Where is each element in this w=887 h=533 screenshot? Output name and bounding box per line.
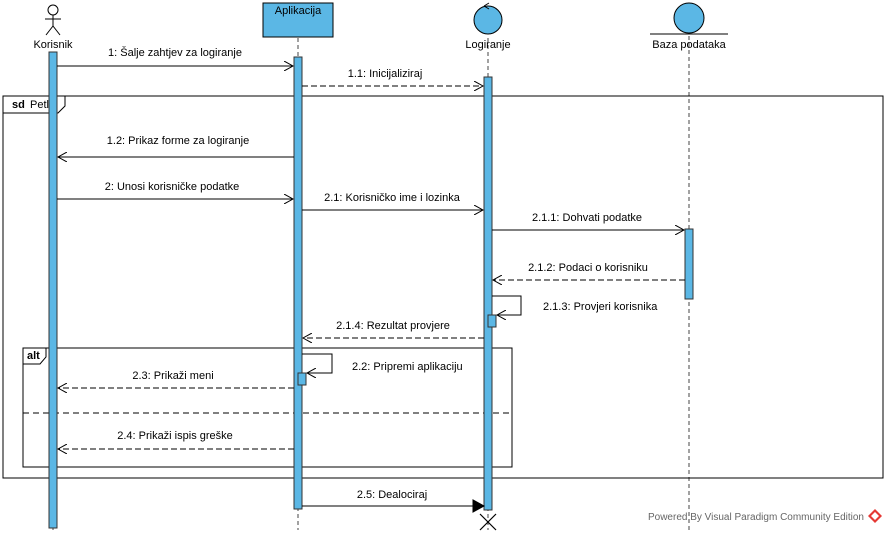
watermark: Powered By Visual Paradigm Community Edi…: [648, 509, 882, 523]
alt-frame-border: [22, 347, 513, 468]
message-label: 2.2: Pripremi aplikaciju: [352, 361, 463, 373]
message-2-5: 2.5: Dealociraj: [302, 489, 486, 513]
actor-korisnik-head: Korisnik: [33, 4, 73, 51]
activation-logiranje: [483, 76, 493, 511]
message-label: 2.1.1: Dohvati podatke: [532, 212, 642, 224]
message-label: 2.1.2: Podaci o korisniku: [528, 262, 648, 274]
message-label: 2: Unosi korisničke podatke: [105, 181, 240, 193]
message-label: 1.1: Inicijaliziraj: [348, 68, 423, 80]
entity-icon: [650, 2, 728, 35]
message-label: 1.2: Prikaz forme za logiranje: [107, 135, 249, 147]
message-2-4: 2.4: Prikaži ispis greške: [58, 430, 294, 449]
message-2-1-1: 2.1.1: Dohvati podatke: [492, 212, 684, 230]
lifeline-label-aplikacija: Aplikacija: [275, 5, 322, 17]
message-1: 1: Šalje zahtjev za logiranje: [57, 46, 293, 66]
loop-keyword: sd: [12, 99, 25, 111]
message-label: 1: Šalje zahtjev za logiranje: [108, 46, 242, 59]
message-2: 2: Unosi korisničke podatke: [57, 181, 293, 199]
activation-aplikacija-self: [297, 372, 307, 386]
message-label: 2.1.3: Provjeri korisnika: [543, 301, 658, 313]
message-2-3: 2.3: Prikaži meni: [58, 370, 294, 388]
control-logiranje-head: Logiranje: [465, 2, 511, 51]
message-label: 2.1: Korisničko ime i lozinka: [324, 192, 461, 204]
message-2-1: 2.1: Korisničko ime i lozinka: [302, 192, 483, 210]
message-2-2: 2.2: Pripremi aplikaciju: [302, 353, 463, 373]
alt-keyword: alt: [27, 350, 40, 362]
loop-frame-border: [2, 95, 884, 479]
loop-frame-tab: [3, 95, 66, 114]
message-label: 2.1.4: Rezultat provjere: [336, 320, 450, 332]
activation-logiranje-self: [487, 314, 497, 328]
boundary-box: [262, 2, 334, 38]
entity-baza-head: Baza podataka: [650, 2, 728, 51]
lifeline-label-korisnik: Korisnik: [33, 39, 73, 51]
message-2-1-4: 2.1.4: Rezultat provjere: [303, 320, 484, 338]
alt-fragment: alt: [22, 347, 513, 468]
control-icon: [473, 2, 503, 35]
watermark-text: Powered By Visual Paradigm Community Edi…: [648, 512, 864, 523]
lifeline-label-logiranje: Logiranje: [465, 39, 510, 51]
message-2-1-3: 2.1.3: Provjeri korisnika: [492, 295, 658, 315]
activation-korisnik: [48, 51, 58, 529]
actor-icon: [45, 4, 61, 36]
activation-baza: [684, 228, 694, 300]
message-label: 2.5: Dealociraj: [357, 489, 427, 501]
filled-arrowhead: [472, 499, 486, 513]
alt-frame-tab: [23, 347, 47, 365]
destroy-icon: [479, 513, 497, 531]
visual-paradigm-logo-icon: [868, 509, 882, 523]
lifeline-label-baza: Baza podataka: [652, 39, 726, 51]
boundary-aplikacija-head: Aplikacija: [262, 2, 334, 38]
activation-aplikacija: [293, 56, 303, 510]
message-label: 2.4: Prikaži ispis greške: [117, 430, 233, 442]
message-label: 2.3: Prikaži meni: [132, 370, 213, 382]
message-1-1: 1.1: Inicijaliziraj: [302, 68, 483, 86]
message-2-1-2: 2.1.2: Podaci o korisniku: [493, 262, 685, 280]
loop-fragment: sd Petlja: [2, 95, 884, 479]
message-1-2: 1.2: Prikaz forme za logiranje: [58, 135, 294, 157]
